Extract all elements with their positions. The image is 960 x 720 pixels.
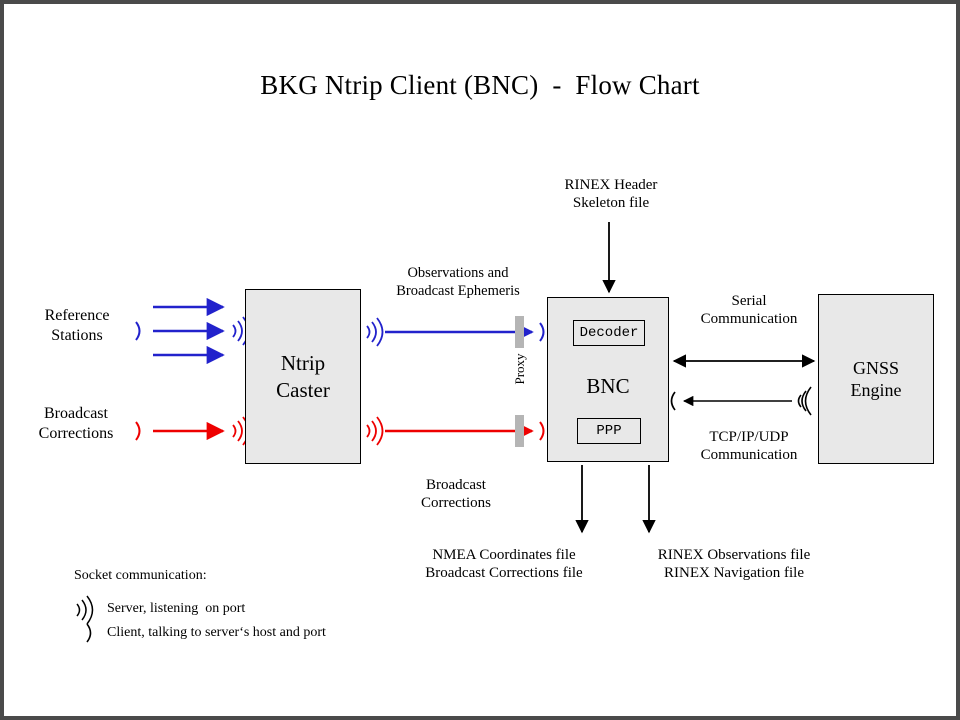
label-rinex-outputs: RINEX Observations file RINEX Navigation… <box>657 547 811 582</box>
label-broadcast-corrections-input: Broadcast Corrections <box>38 405 114 442</box>
client-paren-icon-reference <box>135 321 141 341</box>
label-serial-communication: Serial Communication <box>700 293 798 328</box>
arrow-reference-stations <box>153 297 225 365</box>
gnss-engine-line2: Engine <box>850 380 902 400</box>
label-observations-ephemeris: Observations and Broadcast Ephemeris <box>396 265 520 299</box>
client-paren-icon-bnc-obs <box>539 322 545 342</box>
server-signal-icon-caster-out-bc <box>366 416 384 446</box>
legend-title: Socket communication: <box>74 568 207 583</box>
ntrip-caster-line2: Caster <box>276 377 330 402</box>
label-rinex-header-skeleton: RINEX Header Skeleton file <box>564 177 658 212</box>
node-gnss-engine[interactable]: GNSS Engine <box>818 294 934 464</box>
client-paren-icon-bnc-bc <box>539 421 545 441</box>
proxy-bar-top <box>515 316 524 348</box>
legend-client-text: Client, talking to server‘s host and por… <box>107 625 326 640</box>
page-title: BKG Ntrip Client (BNC) - Flow Chart <box>260 70 700 100</box>
node-bnc-label: BNC <box>586 374 630 398</box>
proxy-bar-bottom <box>515 415 524 447</box>
diagram-canvas: BKG Ntrip Client (BNC) - Flow Chart <box>4 4 956 716</box>
label-nmea-outputs: NMEA Coordinates file Broadcast Correcti… <box>425 547 583 582</box>
node-ntrip-caster[interactable]: Ntrip Caster <box>245 289 361 464</box>
label-reference-stations: Reference Stations <box>44 307 110 344</box>
legend-server-text: Server, listening on port <box>107 601 246 616</box>
connector-layer <box>76 222 816 643</box>
node-ppp[interactable]: PPP <box>577 418 641 444</box>
legend-client-paren-icon <box>86 623 92 643</box>
client-paren-icon-bnc-tcp <box>670 391 676 411</box>
legend-server-signal-icon <box>76 595 94 625</box>
server-signal-icon-caster-out-obs <box>366 317 384 347</box>
gnss-engine-line1: GNSS <box>852 357 900 378</box>
node-decoder[interactable]: Decoder <box>573 320 645 346</box>
arrow-broadcast-corrections-in <box>135 421 225 441</box>
label-tcp-communication: TCP/IP/UDP Communication <box>700 429 798 464</box>
server-signal-icon-gnss <box>797 386 812 416</box>
ntrip-caster-line1: Ntrip <box>280 351 326 376</box>
label-broadcast-corrections-output: Broadcast Corrections <box>421 477 491 512</box>
label-proxy: Proxy <box>512 353 527 385</box>
